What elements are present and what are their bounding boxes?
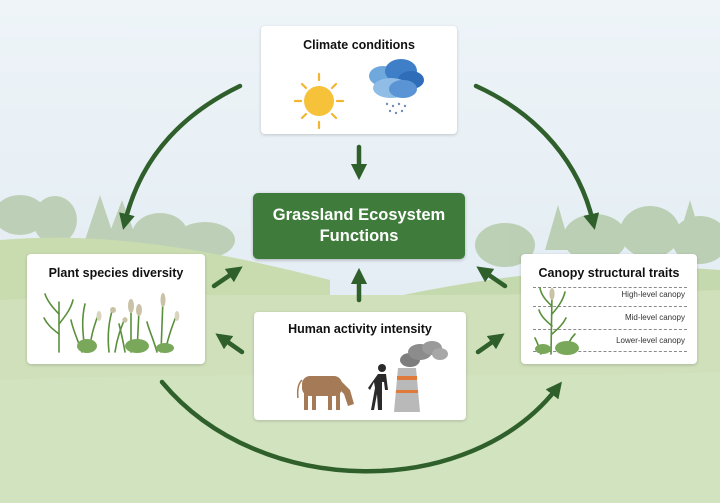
canopy-plants-icon	[534, 287, 579, 355]
climate-icons	[293, 59, 424, 130]
center-node-grassland-functions: Grassland Ecosystem Functions	[253, 193, 465, 259]
center-title-line2: Functions	[319, 227, 399, 245]
canopy-level-mid: Mid-level canopy	[624, 313, 685, 322]
grass-plants-icon	[43, 293, 180, 353]
climate-title: Climate conditions	[303, 38, 415, 52]
plant-title: Plant species diversity	[48, 266, 184, 280]
right-treeline	[475, 200, 720, 267]
canopy-divider-high	[533, 306, 687, 307]
canopy-title: Canopy structural traits	[538, 266, 680, 280]
canopy-level-high: High-level canopy	[621, 290, 685, 299]
human-icons	[296, 341, 448, 412]
center-title-line1: Grassland Ecosystem	[272, 206, 446, 224]
canopy-divider-bottom	[533, 351, 687, 352]
plant-species-diversity-card: Plant species diversity	[27, 254, 205, 364]
person-icon	[368, 364, 388, 410]
canopy-divider-top	[533, 287, 687, 288]
human-activity-intensity-card: Human activity intensity	[254, 312, 466, 420]
canopy-structural-traits-card: Canopy structural traits High-level cano…	[521, 254, 697, 364]
climate-conditions-card: Climate conditions	[261, 26, 457, 134]
human-title: Human activity intensity	[288, 322, 432, 336]
sun-icon	[293, 72, 345, 130]
cloud-rain-icon	[369, 59, 424, 115]
cow-icon	[296, 376, 354, 410]
canopy-divider-mid	[533, 329, 687, 330]
factory-chimney-icon	[394, 341, 448, 412]
canopy-level-lower: Lower-level canopy	[616, 336, 685, 345]
